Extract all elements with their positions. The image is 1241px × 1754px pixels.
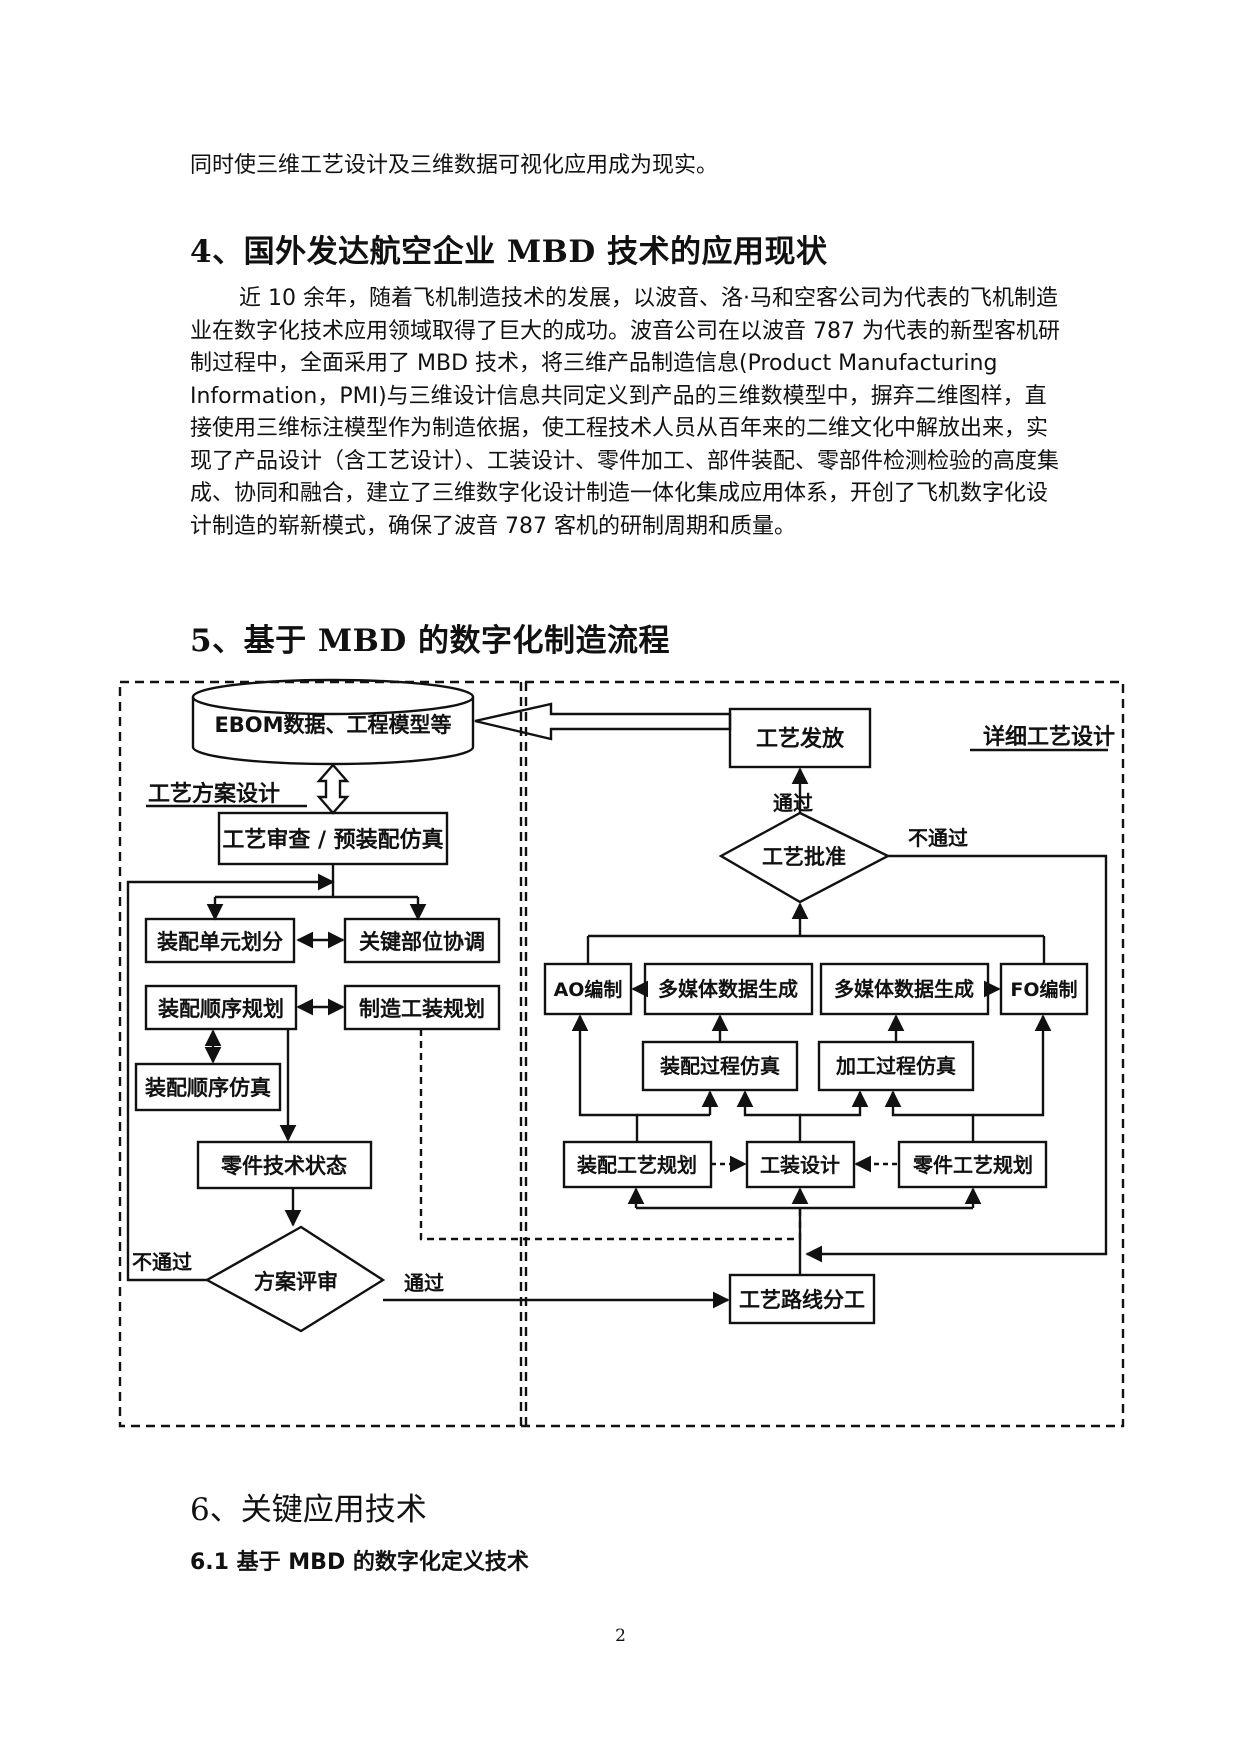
seq-sim-box: 装配顺序仿真 bbox=[145, 1076, 271, 1100]
flow-outer-frame bbox=[118, 680, 1125, 1428]
mm2-box: 多媒体数据生成 bbox=[834, 977, 974, 1001]
key-coord-box: 关键部位协调 bbox=[359, 930, 485, 954]
mach-sim-box: 加工过程仿真 bbox=[835, 1054, 956, 1078]
fail-label-left: 不通过 bbox=[132, 1250, 192, 1274]
part-plan-box: 零件工艺规划 bbox=[912, 1153, 1033, 1177]
asm-plan-box: 装配工艺规划 bbox=[576, 1153, 697, 1177]
route-box: 工艺路线分工 bbox=[739, 1288, 865, 1312]
ao-box: AO编制 bbox=[554, 978, 623, 1001]
mm1-box: 多媒体数据生成 bbox=[658, 977, 798, 1001]
approve-diamond: 工艺批准 bbox=[762, 845, 846, 869]
left-title: 工艺方案设计 bbox=[148, 781, 280, 807]
ebom-label: EBOM数据、工程模型等 bbox=[214, 713, 451, 737]
asm-sim-box: 装配过程仿真 bbox=[659, 1054, 780, 1078]
section-4-paragraph: 近 10 余年，随着飞机制造技术的发展，以波音、洛·马和空客公司为代表的飞机制造… bbox=[190, 286, 1060, 539]
pass-label-top: 通过 bbox=[773, 791, 813, 815]
fail-label-right: 不通过 bbox=[908, 826, 968, 850]
seq-plan-box: 装配顺序规划 bbox=[158, 997, 284, 1021]
tool-plan-box: 制造工装规划 bbox=[359, 997, 485, 1021]
intro-line: 同时使三维工艺设计及三维数据可视化应用成为现实。 bbox=[190, 153, 719, 178]
unit-div-box: 装配单元划分 bbox=[157, 930, 283, 954]
section-5-heading: 5、基于 MBD 的数字化制造流程 bbox=[190, 623, 671, 659]
right-title: 详细工艺设计 bbox=[983, 724, 1115, 750]
release-box: 工艺发放 bbox=[756, 726, 845, 752]
tool-design-box: 工装设计 bbox=[760, 1153, 840, 1177]
review-sim-box: 工艺审查 / 预装配仿真 bbox=[222, 827, 443, 853]
section-6-heading: 6、关键应用技术 bbox=[190, 1492, 427, 1528]
pass-label-bottom: 通过 bbox=[404, 1271, 444, 1295]
section-6-1-heading: 6.1 基于 MBD 的数字化定义技术 bbox=[190, 1550, 529, 1575]
mbd-flowchart: EBOM数据、工程模型等 工艺方案设计 详细工艺设计 工艺审查 / 预装配仿真 … bbox=[118, 678, 1125, 1428]
fo-box: FO编制 bbox=[1010, 978, 1077, 1001]
section-4-heading: 4、国外发达航空企业 MBD 技术的应用现状 bbox=[190, 234, 828, 270]
part-state-box: 零件技术状态 bbox=[220, 1154, 347, 1178]
page-number: 2 bbox=[615, 1626, 626, 1646]
scheme-review-diamond: 方案评审 bbox=[254, 1270, 338, 1294]
ebom-review-link bbox=[316, 763, 350, 815]
release-arrow bbox=[474, 702, 732, 741]
